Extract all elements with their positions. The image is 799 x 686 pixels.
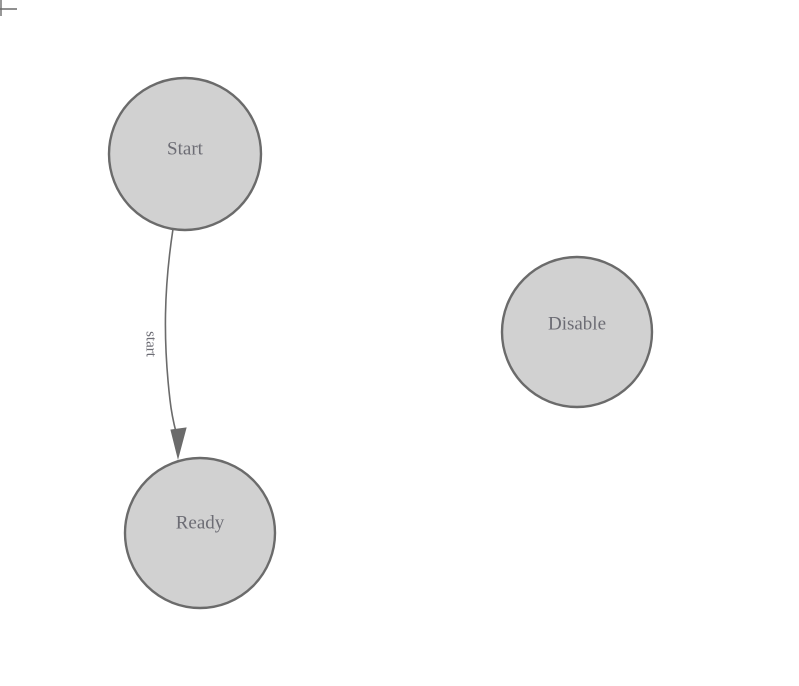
- node-disable-circle: [500, 255, 654, 409]
- node-ready[interactable]: Ready: [123, 456, 277, 610]
- edge-line: [164, 228, 178, 437]
- node-start-label: Start: [167, 138, 204, 159]
- edge-label-start: start: [143, 331, 159, 358]
- node-disable-label: Disable: [548, 313, 606, 334]
- arrowhead-icon: [170, 427, 187, 460]
- node-start[interactable]: Start: [107, 76, 263, 232]
- edge-start-to-ready[interactable]: start: [143, 228, 187, 460]
- corner-bracket-mark: [0, 0, 17, 16]
- node-ready-circle: [123, 456, 277, 610]
- node-disable[interactable]: Disable: [500, 255, 654, 409]
- node-ready-label: Ready: [176, 512, 225, 533]
- node-start-circle: [107, 76, 263, 232]
